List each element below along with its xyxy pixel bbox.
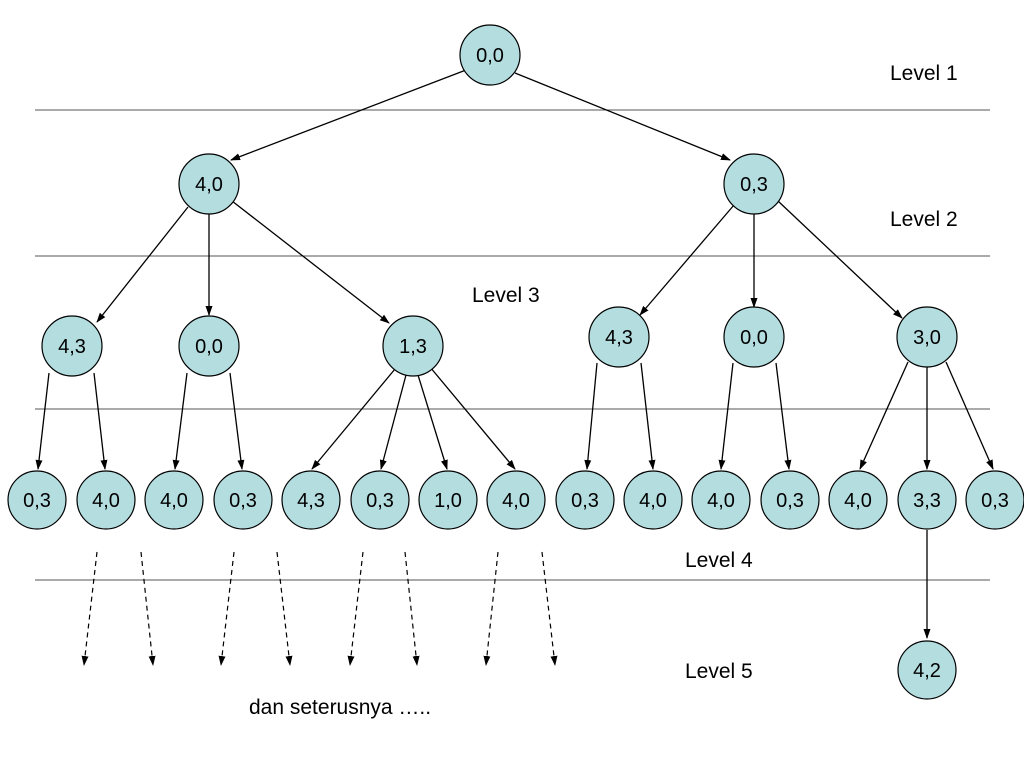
continuation-arrows (81, 551, 558, 666)
svg-text:4,0: 4,0 (707, 490, 735, 512)
svg-text:4,0: 4,0 (502, 490, 530, 512)
svg-text:0,3: 0,3 (23, 490, 51, 512)
node-l4-4: 0,3 (213, 470, 273, 530)
node-l4-3: 4,0 (144, 470, 204, 530)
node-l3-4: 4,3 (588, 306, 650, 368)
node-l3-1: 4,3 (41, 315, 103, 377)
node-l4-14: 3,3 (897, 470, 957, 530)
svg-text:4,3: 4,3 (58, 336, 86, 358)
level-label-4: Level 4 (685, 549, 753, 572)
node-l3-2: 0,0 (178, 315, 240, 377)
svg-text:0,3: 0,3 (981, 490, 1009, 512)
node-l5-1: 4,2 (897, 640, 957, 700)
node-root: 0,0 (459, 24, 521, 86)
svg-text:4,3: 4,3 (297, 490, 325, 512)
level-label-5: Level 5 (685, 660, 753, 683)
footer-text: dan seterusnya ….. (249, 696, 431, 719)
svg-text:4,0: 4,0 (92, 490, 120, 512)
svg-text:4,2: 4,2 (913, 660, 941, 682)
svg-text:1,0: 1,0 (434, 490, 462, 512)
node-l4-13: 4,0 (828, 470, 888, 530)
node-l4-6: 0,3 (350, 470, 410, 530)
node-l4-11: 4,0 (691, 470, 751, 530)
node-l4-2: 4,0 (76, 470, 136, 530)
node-l4-9: 0,3 (555, 470, 615, 530)
svg-text:0,3: 0,3 (740, 174, 768, 196)
svg-text:0,0: 0,0 (476, 45, 504, 67)
node-l4-15: 0,3 (965, 470, 1024, 530)
edges (35, 69, 994, 639)
svg-text:0,3: 0,3 (776, 490, 804, 512)
node-l3-6: 3,0 (896, 306, 958, 368)
node-l2-b: 0,3 (723, 153, 785, 215)
svg-text:0,0: 0,0 (740, 327, 768, 349)
node-l3-3: 1,3 (382, 315, 444, 377)
svg-text:4,3: 4,3 (605, 327, 633, 349)
svg-text:0,3: 0,3 (229, 490, 257, 512)
svg-text:3,0: 3,0 (913, 327, 941, 349)
node-l4-12: 0,3 (760, 470, 820, 530)
svg-text:0,3: 0,3 (366, 490, 394, 512)
level-label-1: Level 1 (890, 62, 958, 85)
node-l2-a: 4,0 (178, 153, 240, 215)
svg-text:1,3: 1,3 (399, 336, 427, 358)
node-l4-8: 4,0 (486, 470, 546, 530)
node-l4-5: 4,3 (281, 470, 341, 530)
level-label-3: Level 3 (472, 284, 540, 307)
svg-text:4,0: 4,0 (844, 490, 872, 512)
svg-text:0,3: 0,3 (571, 490, 599, 512)
svg-text:0,0: 0,0 (195, 336, 223, 358)
svg-text:4,0: 4,0 (195, 174, 223, 196)
svg-text:4,0: 4,0 (160, 490, 188, 512)
level-label-2: Level 2 (890, 208, 958, 231)
node-l4-1: 0,3 (7, 470, 67, 530)
node-l4-10: 4,0 (623, 470, 683, 530)
node-l3-5: 0,0 (723, 306, 785, 368)
svg-text:4,0: 4,0 (639, 490, 667, 512)
svg-text:3,3: 3,3 (913, 490, 941, 512)
node-l4-7: 1,0 (418, 470, 478, 530)
